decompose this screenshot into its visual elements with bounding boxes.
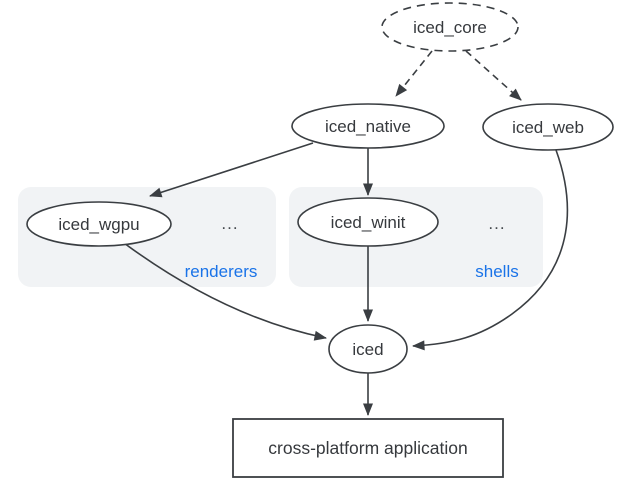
edge-iced_web-to-iced [412,149,569,351]
edge-iced_native-to-iced_wgpu [149,142,314,198]
node-iced_winit-label: iced_winit [331,213,406,232]
group-renderers-label: renderers [185,262,258,281]
edge-iced_core-to-iced_web [465,50,522,101]
edge-iced_core-to-iced_native [395,50,433,97]
node-iced-shape [328,324,408,374]
node-iced_native-label: iced_native [325,117,411,136]
node-iced_native-shape [291,103,445,149]
group-shells-ellipsis: ... [488,214,505,233]
node-iced_winit: iced_winit [297,197,439,247]
node-iced_web-shape [482,103,614,151]
group-renderers-ellipsis: ... [221,214,238,233]
node-iced_wgpu: iced_wgpu [26,201,172,247]
node-iced: iced [328,324,408,374]
node-iced-label: iced [352,340,383,359]
node-iced_core-label: iced_core [413,18,487,37]
node-cross-platform-application-label: cross-platform application [268,438,467,458]
node-iced_winit-shape [297,197,439,247]
node-cross-platform-application: cross-platform application [232,418,504,478]
node-iced_web-label: iced_web [512,118,584,137]
edge-iced_wgpu-to-iced [123,242,327,341]
node-iced_wgpu-label: iced_wgpu [58,215,139,234]
node-iced_native: iced_native [291,103,445,149]
node-cross-platform-application-shape [232,418,504,478]
node-iced_core: iced_core [381,2,519,52]
node-iced_wgpu-shape [26,201,172,247]
node-iced_web: iced_web [482,103,614,151]
group-shells-label: shells [475,262,518,281]
node-iced_core-shape [381,2,519,52]
